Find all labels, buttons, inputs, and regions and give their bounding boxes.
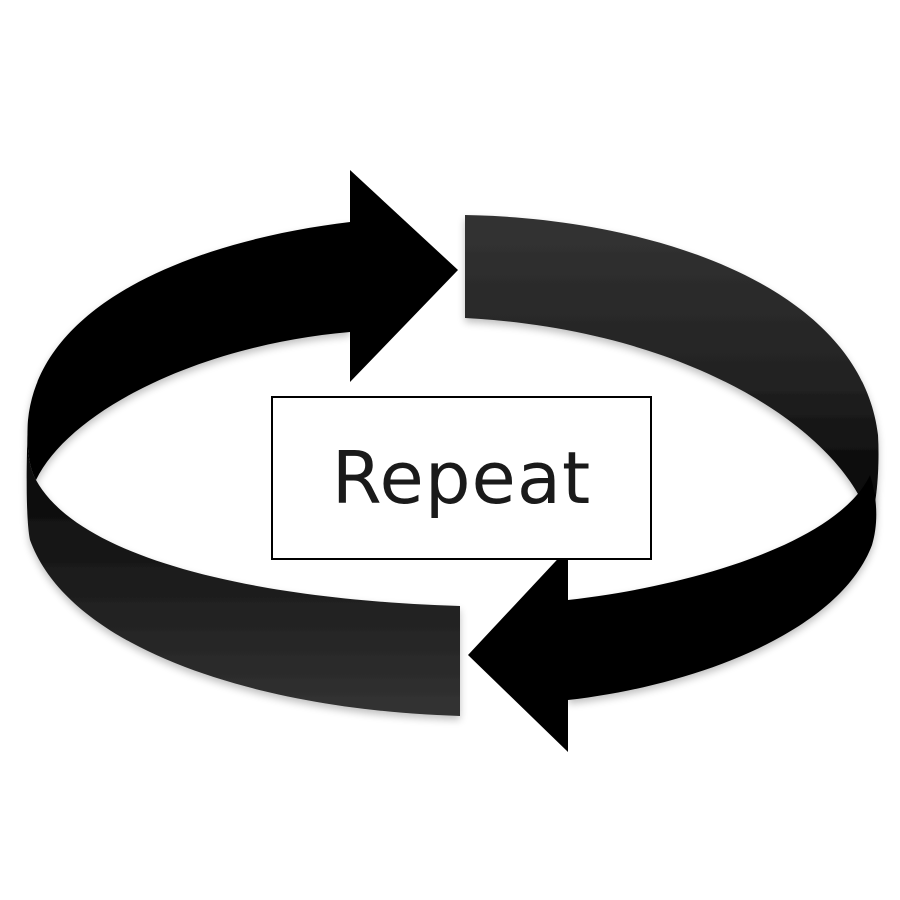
band-left-segment (26, 420, 461, 716)
arrow-left-icon (468, 548, 568, 752)
band-right-segment (465, 215, 879, 520)
top-arrow-shaft (27, 222, 351, 480)
repeat-label-box: Repeat (271, 396, 652, 560)
repeat-label: Repeat (331, 436, 592, 520)
bottom-arrow-shaft (568, 475, 877, 700)
arrow-right-icon (350, 170, 458, 382)
